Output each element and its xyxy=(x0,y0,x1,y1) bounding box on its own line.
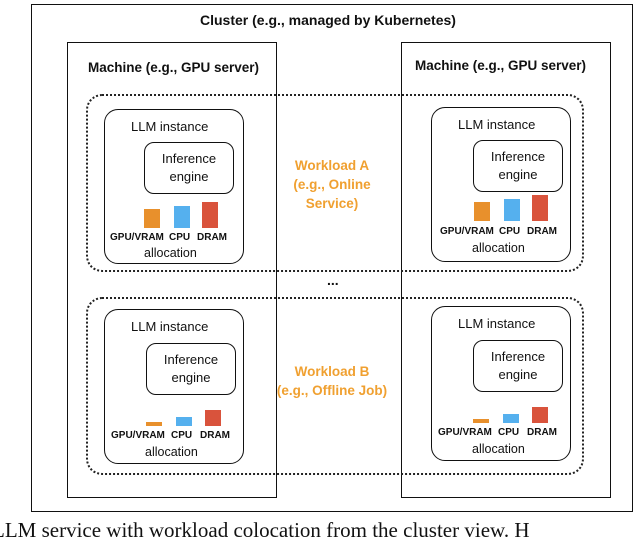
cpu-label: CPU xyxy=(171,430,193,441)
cpu-label: CPU xyxy=(499,226,521,237)
workload-b-line1: Workload B xyxy=(294,364,370,379)
inference-engine: Inference engine xyxy=(473,340,563,392)
ellipsis: ... xyxy=(327,272,339,288)
dram-label: DRAM xyxy=(527,226,557,237)
gpu-bar xyxy=(473,419,489,423)
workload-a-group xyxy=(86,94,584,272)
figure-caption: LLM service with workload colocation fro… xyxy=(0,518,530,542)
allocation-label: allocation xyxy=(472,241,525,255)
workload-a-label: Workload A (e.g., Online Service) xyxy=(272,156,392,213)
instance-label: LLM instance xyxy=(458,117,536,132)
machine-left-label: Machine (e.g., GPU server) xyxy=(88,60,260,75)
dram-label: DRAM xyxy=(197,232,227,243)
llm-instance-a-right: LLM instance Inference engine GPU/VRAM C… xyxy=(431,107,571,262)
llm-instance-b-left: LLM instance Inference engine GPU/VRAM C… xyxy=(104,309,244,464)
allocation-label: allocation xyxy=(144,246,197,260)
instance-label: LLM instance xyxy=(131,319,209,334)
gpu-label: GPU/VRAM xyxy=(438,427,492,438)
workload-b-line2: (e.g., Offline Job) xyxy=(276,383,388,398)
dram-label: DRAM xyxy=(200,430,230,441)
cluster-label: Cluster (e.g., managed by Kubernetes) xyxy=(200,12,456,28)
cpu-label: CPU xyxy=(169,232,191,243)
dram-bar xyxy=(532,407,548,423)
workload-a-line3: Service) xyxy=(305,196,359,211)
gpu-label: GPU/VRAM xyxy=(110,232,164,243)
inference-engine: Inference engine xyxy=(146,343,236,395)
dram-bar xyxy=(205,410,221,426)
workload-b-label: Workload B (e.g., Offline Job) xyxy=(262,362,402,400)
instance-label: LLM instance xyxy=(131,119,209,134)
dram-bar xyxy=(202,202,218,228)
engine-line2: engine xyxy=(169,169,209,184)
workload-a-line2: (e.g., Online xyxy=(293,177,371,192)
cluster-frame xyxy=(31,4,633,512)
llm-instance-a-left: LLM instance Inference engine GPU/VRAM C… xyxy=(104,109,244,264)
workload-b-group xyxy=(86,297,584,475)
llm-instance-b-right: LLM instance Inference engine GPU/VRAM C… xyxy=(431,306,571,461)
cpu-bar xyxy=(176,417,192,426)
engine-line2: engine xyxy=(171,370,211,385)
cpu-bar xyxy=(503,414,519,423)
instance-label: LLM instance xyxy=(458,316,536,331)
allocation-label: allocation xyxy=(472,442,525,456)
dram-bar xyxy=(532,195,548,221)
engine-line1: Inference xyxy=(490,349,546,364)
inference-engine: Inference engine xyxy=(473,140,563,192)
engine-line1: Inference xyxy=(163,352,219,367)
gpu-bar xyxy=(146,422,162,426)
engine-line1: Inference xyxy=(161,151,217,166)
inference-engine: Inference engine xyxy=(144,142,234,194)
cpu-bar xyxy=(174,206,190,228)
machine-right-label: Machine (e.g., GPU server) xyxy=(415,58,587,73)
dram-label: DRAM xyxy=(527,427,557,438)
workload-a-line1: Workload A xyxy=(294,158,370,173)
gpu-bar xyxy=(144,209,160,228)
engine-line2: engine xyxy=(498,367,538,382)
engine-line2: engine xyxy=(498,167,538,182)
allocation-label: allocation xyxy=(145,445,198,459)
cpu-bar xyxy=(504,199,520,221)
gpu-label: GPU/VRAM xyxy=(440,226,494,237)
gpu-bar xyxy=(474,202,490,221)
gpu-label: GPU/VRAM xyxy=(111,430,165,441)
engine-line1: Inference xyxy=(490,149,546,164)
cpu-label: CPU xyxy=(498,427,520,438)
